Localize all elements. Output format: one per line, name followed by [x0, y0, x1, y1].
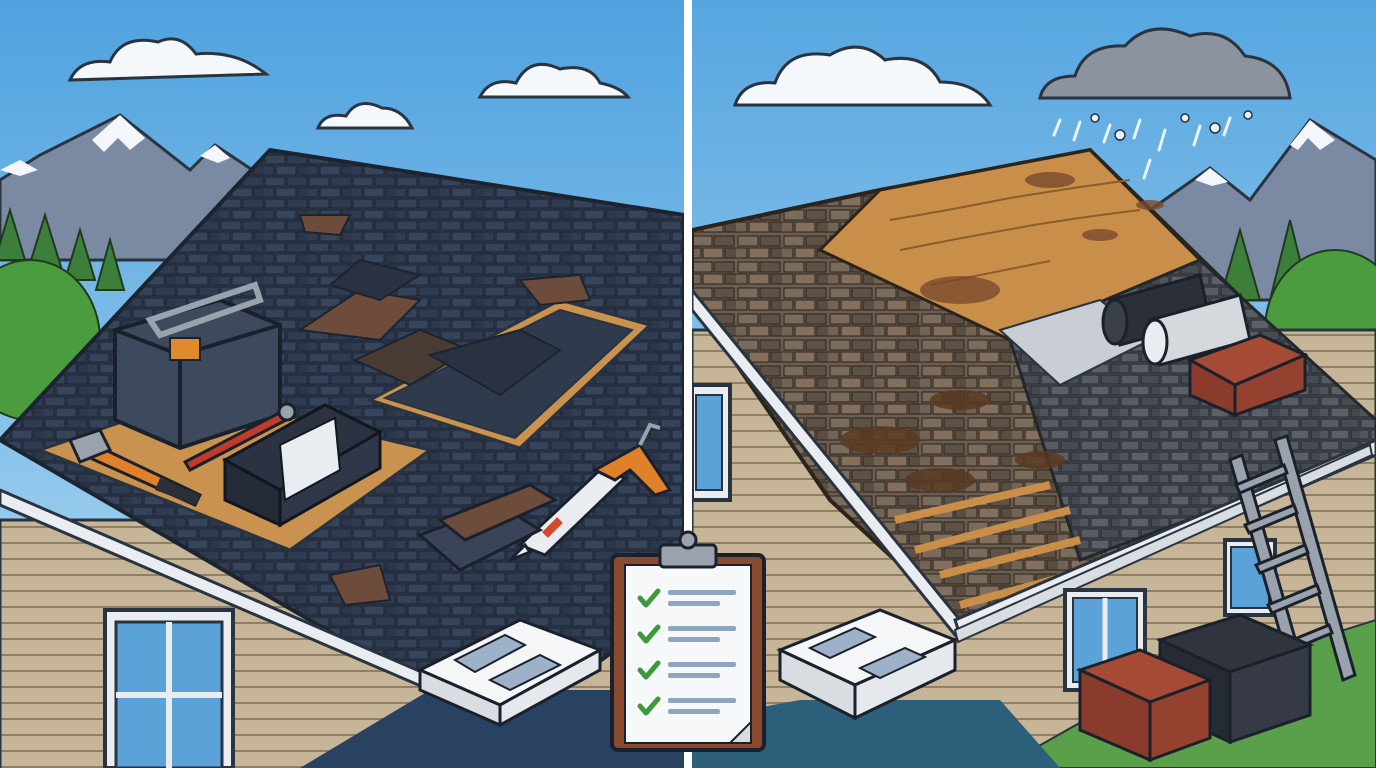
right-panel-roof-replacement: [692, 0, 1376, 768]
checklist-line: [668, 601, 720, 606]
checklist-line: [668, 662, 736, 667]
left-panel-roof-repair: [0, 0, 684, 768]
roof-repair-patch: [297, 214, 653, 607]
wrench-icon: [182, 402, 297, 472]
ladder-icon: [1228, 434, 1357, 698]
checkmark-icon: [637, 660, 661, 680]
cloud-icon: [732, 45, 993, 107]
house-window-left: [103, 608, 235, 768]
checkmark-icon: [637, 624, 661, 644]
brochure-icon: [776, 608, 959, 721]
shingle-stack-icon: [1186, 333, 1309, 418]
mountains: [0, 113, 262, 262]
checklist-line: [668, 626, 736, 631]
panel-divider: [684, 0, 692, 768]
hammer-icon: [67, 428, 203, 507]
checkmark-icon: [637, 696, 661, 716]
checklist-line: [668, 590, 736, 595]
checklist-line: [668, 698, 736, 703]
shingle-stack-icon: [221, 403, 384, 528]
shingle-stack-icon: [1075, 613, 1315, 763]
checkmark-icon: [637, 588, 661, 608]
clipboard-checklist-icon: [610, 530, 766, 752]
caulk-gun-icon: [508, 422, 673, 562]
checklist-line: [668, 673, 720, 678]
checklist-line: [668, 709, 720, 714]
brochure-icon: [416, 618, 604, 728]
rain-cloud-icon: [1038, 27, 1292, 180]
house-window-right-upper: [692, 383, 732, 502]
checklist-line: [668, 637, 720, 642]
cloud-icon: [67, 37, 632, 130]
